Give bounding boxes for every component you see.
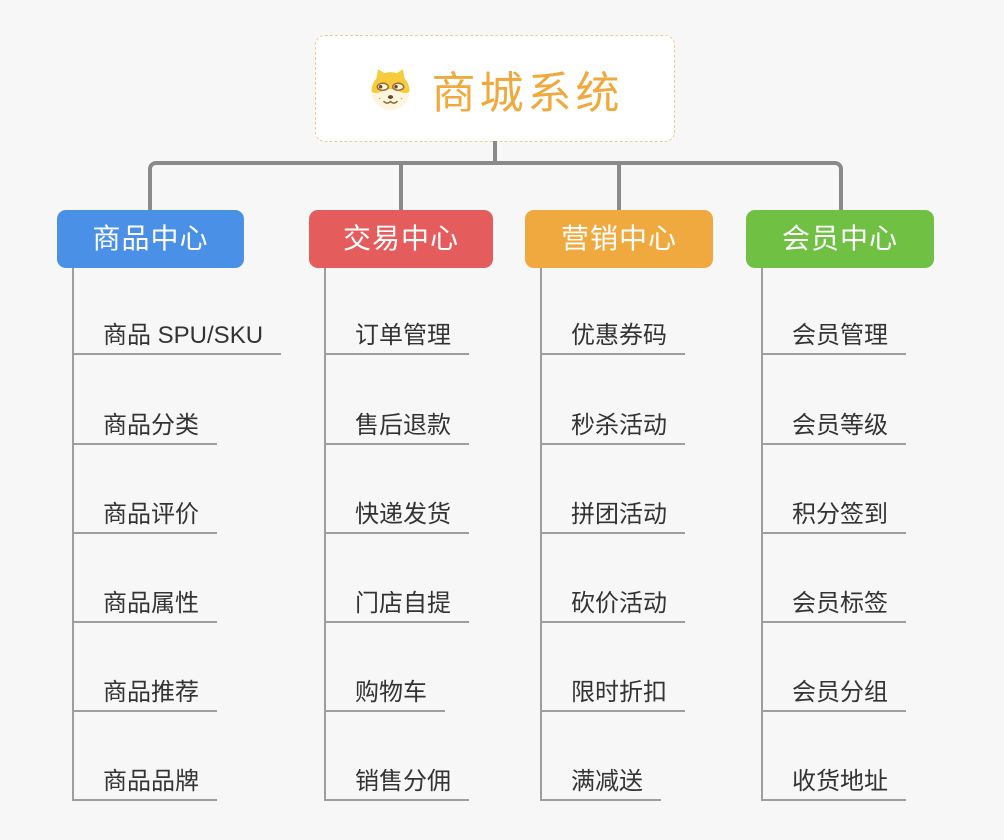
leaf-label: 商品属性 xyxy=(103,590,199,617)
branch-spine-line xyxy=(324,268,326,801)
branch-column-2: 交易中心 订单管理售后退款快递发货门店自提购物车销售分佣 xyxy=(309,210,493,801)
leaf-node[interactable]: 购物车 xyxy=(324,623,445,712)
leaf-label: 商品分类 xyxy=(103,412,199,439)
leaf-label: 订单管理 xyxy=(355,322,451,349)
branch-leaves: 会员管理会员等级积分签到会员标签会员分组收货地址 xyxy=(761,268,934,801)
leaf-node[interactable]: 限时折扣 xyxy=(540,623,685,712)
leaf-label: 限时折扣 xyxy=(571,679,667,706)
connector-elbow-line xyxy=(148,161,843,211)
leaf-node[interactable]: 商品 SPU/SKU xyxy=(72,268,282,355)
root-title: 商城系统 xyxy=(431,68,624,118)
leaf-node[interactable]: 商品评价 xyxy=(72,445,217,534)
leaf-node[interactable]: 会员标签 xyxy=(761,534,906,623)
branch-leaves: 优惠券码秒杀活动拼团活动砍价活动限时折扣满减送 xyxy=(540,268,713,801)
leaf-node[interactable]: 满减送 xyxy=(540,712,661,801)
branch-spine-line xyxy=(540,268,542,801)
branch-leaves: 商品 SPU/SKU 商品分类商品评价商品属性商品推荐商品品牌 xyxy=(72,268,282,801)
leaf-label: 收货地址 xyxy=(792,768,888,795)
branch-header-4[interactable]: 会员中心 xyxy=(746,210,934,268)
leaf-node[interactable]: 秒杀活动 xyxy=(540,355,685,445)
branch-header-2[interactable]: 交易中心 xyxy=(309,210,493,268)
branch-leaves: 订单管理售后退款快递发货门店自提购物车销售分佣 xyxy=(324,268,493,801)
doge-icon xyxy=(367,67,414,111)
leaf-node[interactable]: 会员管理 xyxy=(761,268,906,355)
branch-spine-line xyxy=(761,268,763,801)
leaf-node[interactable]: 会员分组 xyxy=(761,623,906,712)
leaf-node[interactable]: 砍价活动 xyxy=(540,534,685,623)
leaf-node[interactable]: 订单管理 xyxy=(324,268,469,355)
connector-root-stub-line xyxy=(493,141,497,163)
leaf-label: 积分签到 xyxy=(792,501,888,528)
leaf-label: 会员等级 xyxy=(792,412,888,439)
connector-stub-line-2 xyxy=(399,163,403,210)
leaf-label: 快递发货 xyxy=(355,501,451,528)
leaf-label: 商品 SPU/SKU xyxy=(103,322,264,349)
leaf-node[interactable]: 门店自提 xyxy=(324,534,469,623)
leaf-label: 商品推荐 xyxy=(103,679,199,706)
branch-column-3: 营销中心 优惠券码秒杀活动拼团活动砍价活动限时折扣满减送 xyxy=(525,210,713,801)
leaf-label: 门店自提 xyxy=(355,590,451,617)
leaf-label: 砍价活动 xyxy=(571,590,667,617)
root-node[interactable]: 商城系统 xyxy=(315,35,675,142)
leaf-node[interactable]: 快递发货 xyxy=(324,445,469,534)
leaf-node[interactable]: 商品属性 xyxy=(72,534,217,623)
leaf-node[interactable]: 积分签到 xyxy=(761,445,906,534)
leaf-label: 售后退款 xyxy=(355,412,451,439)
leaf-label: 满减送 xyxy=(571,768,643,795)
leaf-label: 会员标签 xyxy=(792,590,888,617)
leaf-node[interactable]: 商品分类 xyxy=(72,355,217,445)
leaf-label: 商品品牌 xyxy=(103,768,199,795)
leaf-node[interactable]: 优惠券码 xyxy=(540,268,685,355)
leaf-label: 优惠券码 xyxy=(571,322,667,349)
leaf-label: 会员管理 xyxy=(792,322,888,349)
leaf-label: 商品评价 xyxy=(103,501,199,528)
branch-column-4: 会员中心 会员管理会员等级积分签到会员标签会员分组收货地址 xyxy=(746,210,934,801)
branch-column-1: 商品中心 商品 SPU/SKU 商品分类商品评价商品属性商品推荐商品品牌 xyxy=(57,210,282,801)
leaf-label: 会员分组 xyxy=(792,679,888,706)
connector-stub-line-3 xyxy=(617,163,621,210)
branch-header-3[interactable]: 营销中心 xyxy=(525,210,713,268)
leaf-label: 拼团活动 xyxy=(571,501,667,528)
leaf-node[interactable]: 销售分佣 xyxy=(324,712,469,801)
leaf-label: 销售分佣 xyxy=(355,768,451,795)
branch-header-1[interactable]: 商品中心 xyxy=(57,210,244,268)
leaf-node[interactable]: 商品品牌 xyxy=(72,712,217,801)
branch-spine-line xyxy=(72,268,74,801)
leaf-node[interactable]: 拼团活动 xyxy=(540,445,685,534)
leaf-node[interactable]: 收货地址 xyxy=(761,712,906,801)
leaf-node[interactable]: 商品推荐 xyxy=(72,623,217,712)
leaf-node[interactable]: 会员等级 xyxy=(761,355,906,445)
leaf-label: 秒杀活动 xyxy=(571,412,667,439)
leaf-label: 购物车 xyxy=(355,679,427,706)
leaf-node[interactable]: 售后退款 xyxy=(324,355,469,445)
